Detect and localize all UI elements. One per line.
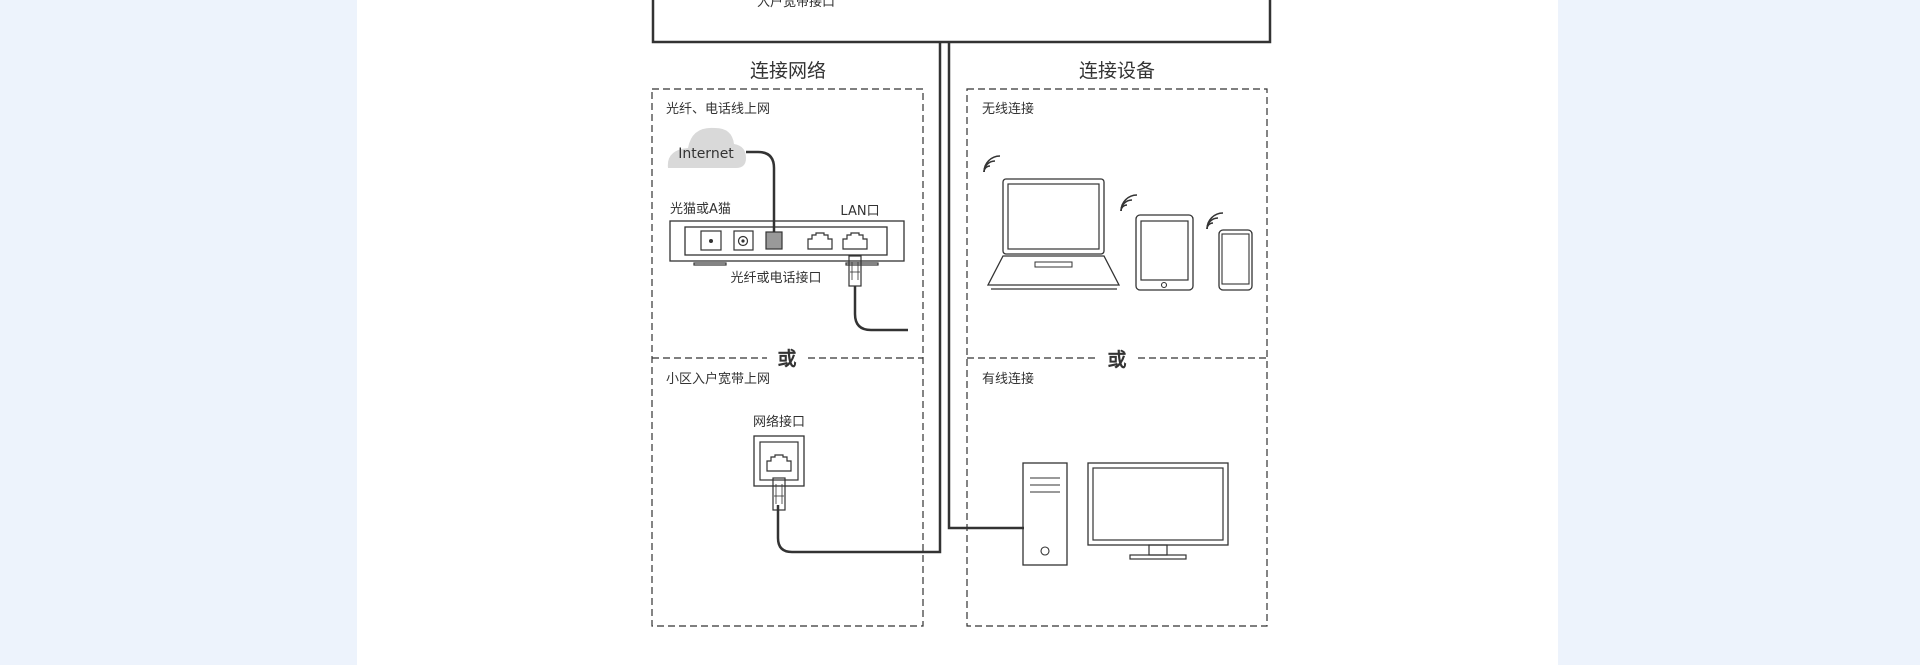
wall-port-icon: [753, 435, 805, 511]
devices-or-label: 或: [1107, 348, 1126, 371]
router-cable-right: [947, 42, 1024, 530]
page: [357, 0, 1558, 665]
router-cable-left: [776, 42, 942, 554]
tablet-icon: [1135, 214, 1194, 291]
wifi-icon: [1206, 212, 1224, 230]
devices-heading: 连接设备: [1079, 60, 1155, 82]
cloud-icon: [667, 127, 746, 168]
modem-label: 光猫或A猫: [670, 202, 731, 217]
top-partial-label: 入户宽带接口: [757, 0, 835, 10]
network-or-label: 或: [777, 347, 796, 370]
desktop-tower-icon: [1022, 462, 1068, 566]
wall-port-label: 网络接口: [753, 414, 805, 430]
fiber-panel-title: 光纤、电话线上网: [666, 102, 770, 117]
wireless-panel-title: 无线连接: [982, 101, 1034, 117]
wired-panel-title: 有线连接: [982, 371, 1034, 387]
router-box: [651, 0, 1272, 44]
community-panel-title: 小区入户宽带上网: [666, 371, 770, 387]
network-heading: 连接网络: [750, 60, 826, 82]
monitor-icon: [1087, 462, 1229, 560]
devices-panel: [966, 88, 1268, 627]
internet-cable: [746, 150, 776, 232]
wifi-icon: [983, 155, 1001, 173]
lan-cable: [853, 286, 908, 332]
wifi-icon: [1120, 194, 1138, 212]
cloud-label: Internet: [678, 146, 734, 162]
phone-icon: [1218, 229, 1253, 291]
laptop-icon: [986, 178, 1121, 290]
modem-icon: [669, 220, 905, 266]
lan-label: LAN口: [840, 204, 879, 219]
fiber-port-label: 光纤或电话接口: [730, 270, 821, 286]
